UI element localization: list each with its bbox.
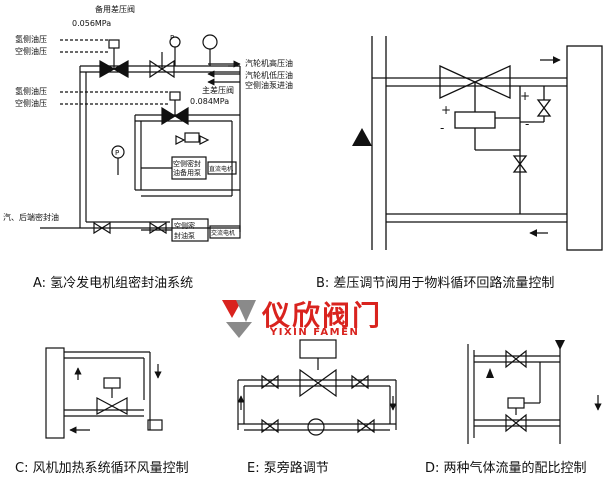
label-ac-motor: 交流电机 [211,229,235,237]
svg-text:+: + [520,89,530,103]
label-air-oil-2: 空侧油压 [15,98,47,108]
logo-sub: YIXIN FAMEN [270,327,360,338]
caption-c: C: 风机加热系统循环风量控制 [15,461,189,476]
svg-text:-: - [525,117,529,131]
arrow-up-filled [352,128,372,146]
diagram-a [40,34,241,242]
gauge-p-letter-2: P [115,149,119,157]
label-pump-backup-1: 空侧密封 [173,159,201,168]
diagram-d-arrows [486,340,602,411]
label-seal-oil: 汽、后端密封油 [3,212,59,222]
label-pressure-1: 0.056MPa [72,19,111,28]
diagram-d [467,340,561,444]
diagram-b-arrows: + - + - [352,56,561,237]
label-air-pump-inlet: 空侧油泵进油 [245,80,293,90]
diagram-c [45,347,163,439]
caption-b: B: 差压调节阀用于物料循环回路流量控制 [316,276,555,291]
label-air-oil-1: 空侧油压 [15,46,47,56]
svg-text:+: + [441,103,451,117]
diagram-c-arrows [69,364,162,434]
diagram-e [237,339,397,436]
svg-text:-: - [440,121,444,135]
caption-d: D: 两种气体流量的配比控制 [425,461,587,476]
label-h2-oil-1: 氢侧油压 [15,34,47,44]
logo-name: 仪欣阀门 [262,299,383,332]
label-h2-oil-2: 氢侧油压 [15,86,47,96]
caption-e: E: 泵旁路调节 [247,461,329,476]
diagram-b [371,36,603,251]
label-backup-valve: 备用差压阀 [95,4,135,14]
label-turbine-hp-oil: 汽轮机高压油 [245,58,293,68]
caption-a: A: 氢冷发电机组密封油系统 [33,276,194,291]
label-pump-backup-2: 油备用泵 [173,168,201,177]
label-main-valve: 主差压阀 [202,85,234,95]
label-turbine-lp-oil: 汽轮机低压油 [245,70,293,80]
label-dc-motor: 直流电机 [209,165,233,173]
diagram-a-arrows [207,60,241,86]
diagram-e-arrows [237,395,397,411]
logo-mark [222,300,256,338]
diagram-a-labels: 备用差压阀 0.056MPa 氢侧油压 空侧油压 汽轮机高压油 汽轮机低压油 空… [3,4,293,240]
label-pressure-2: 0.084MPa [190,97,229,106]
gauge-p-letter: P [170,34,174,42]
label-pump-main-2: 封油泵 [174,231,195,240]
label-pump-main-1: 空侧密 [174,221,195,230]
